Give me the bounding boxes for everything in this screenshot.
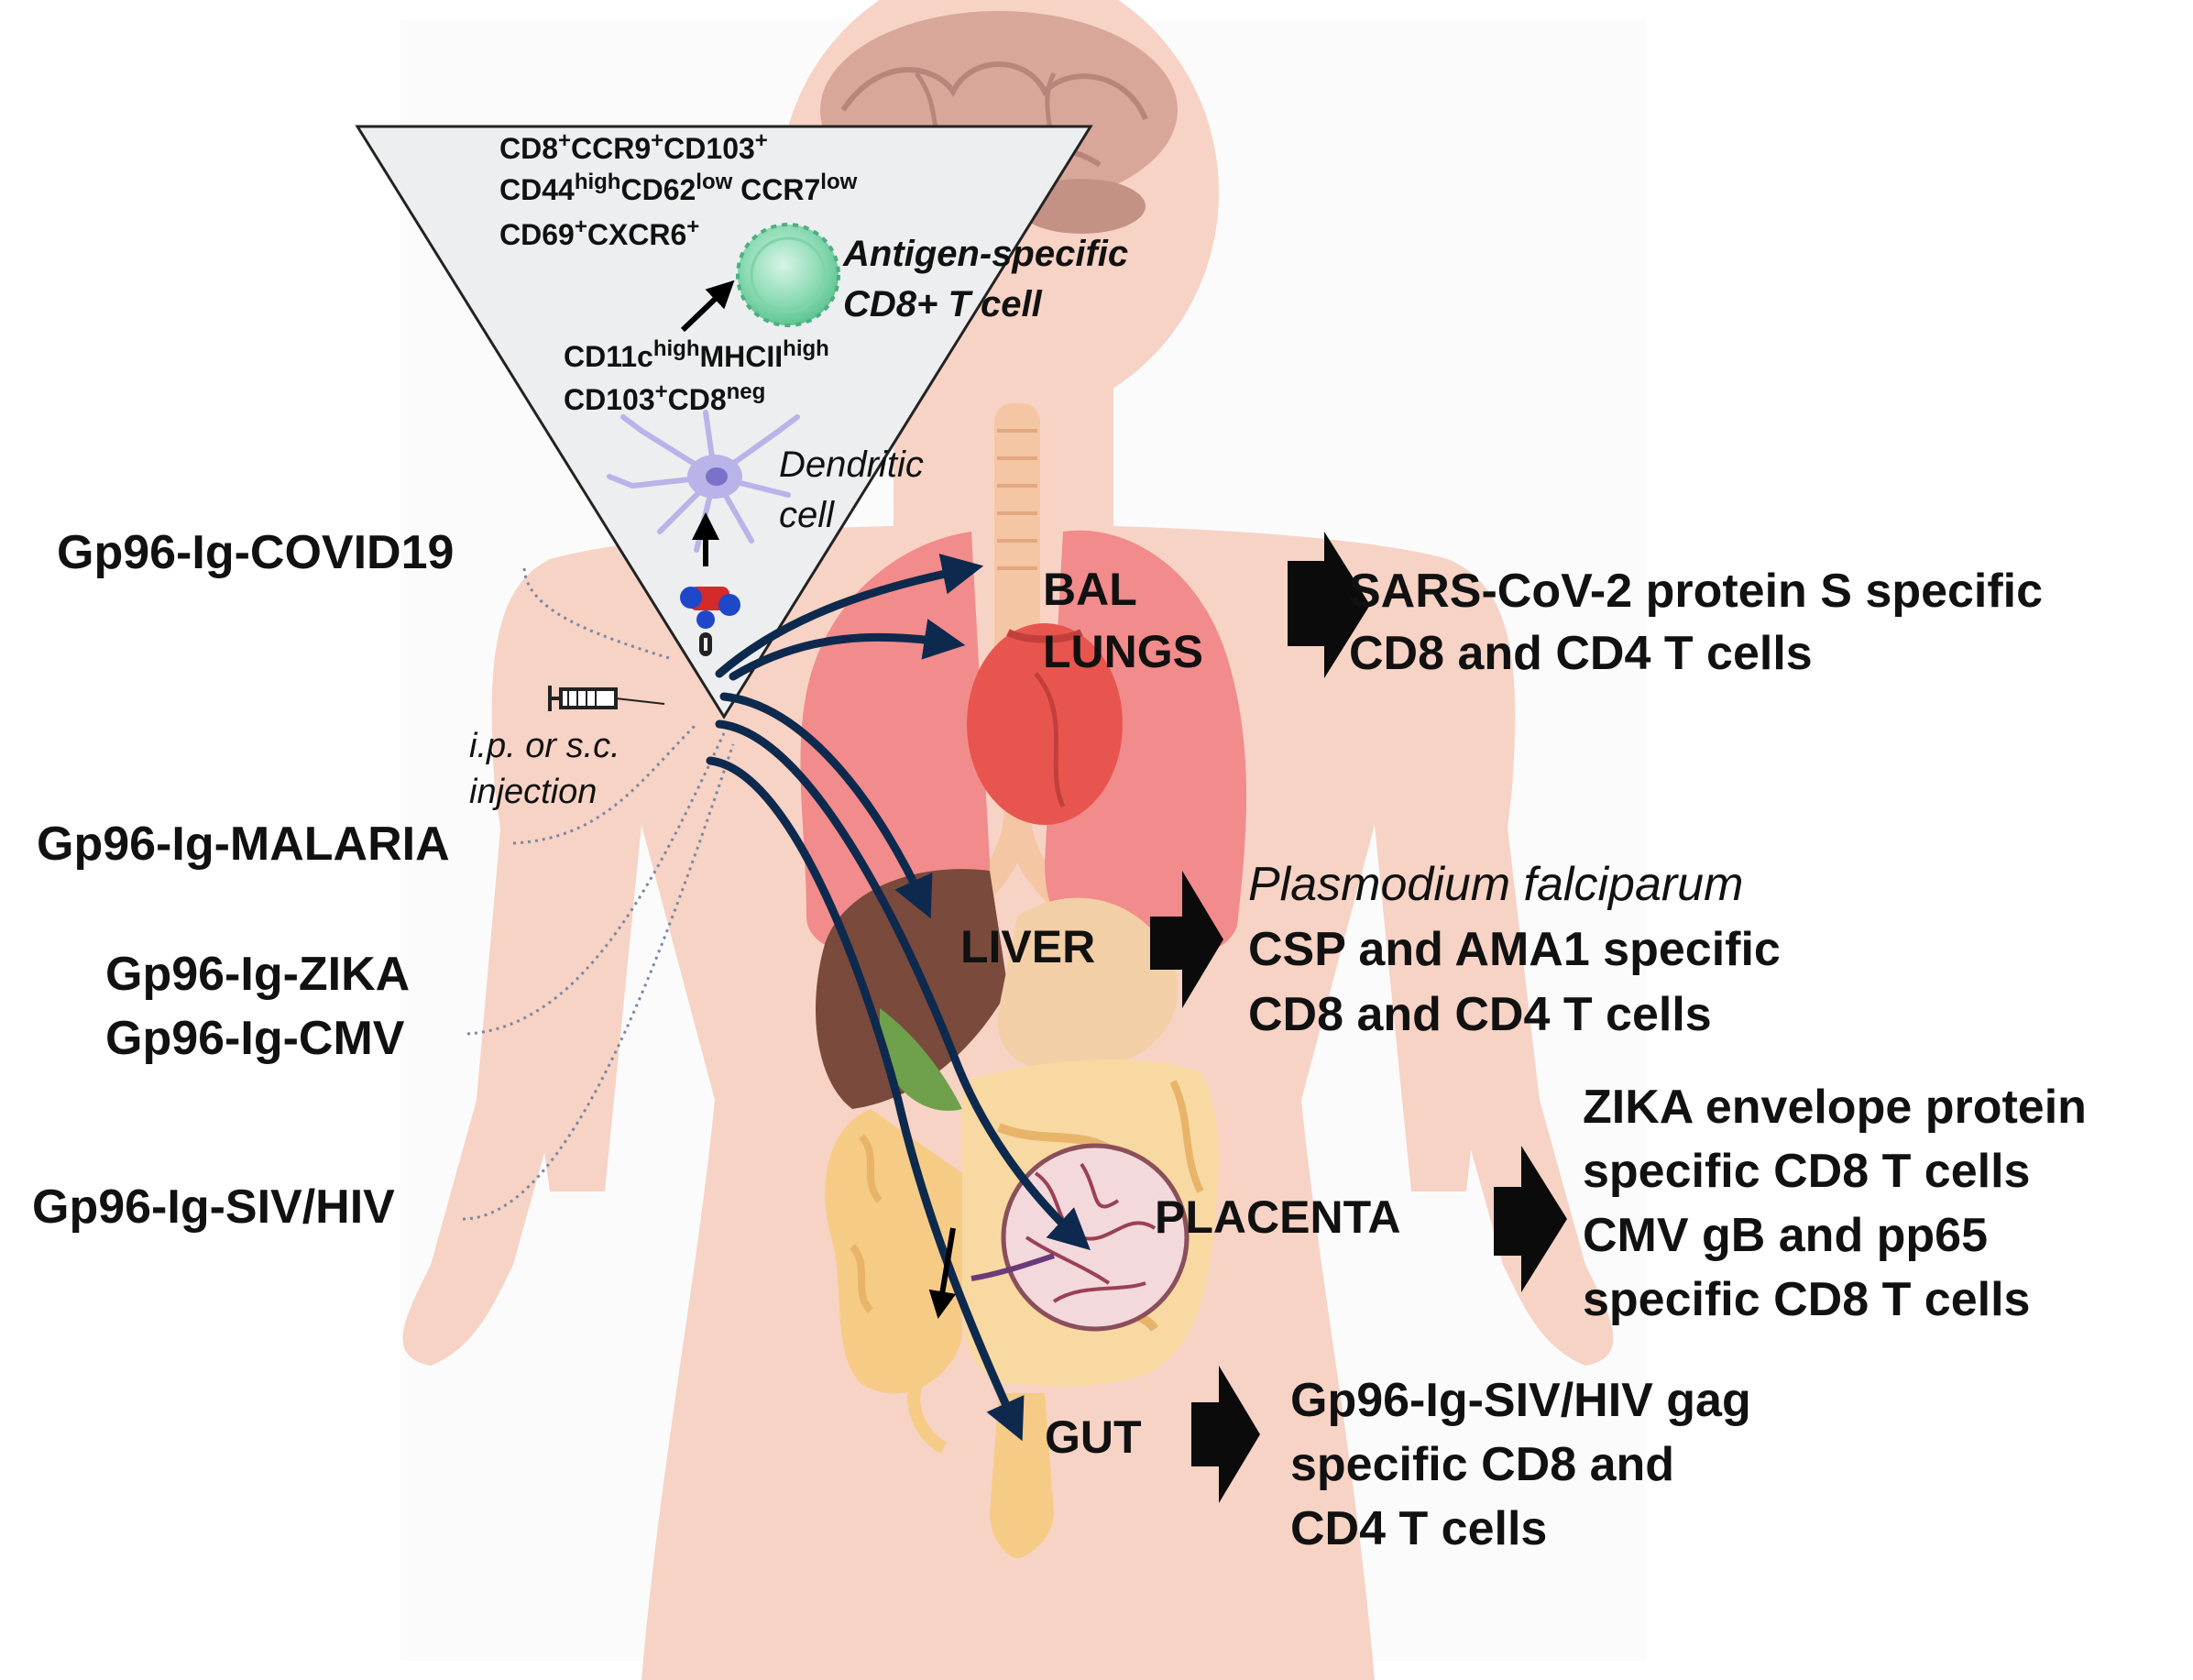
organ-label-gut: GUT xyxy=(1045,1411,1142,1463)
outcome-placenta-line-4: specific CD8 T cells xyxy=(1583,1273,2030,1326)
injection-label-1: i.p. or s.c. xyxy=(469,727,620,765)
outcome-placenta-line-3: CMV gB and pp65 xyxy=(1583,1209,1988,1262)
injection-label-2: injection xyxy=(469,773,597,811)
vaccine-label-malaria: Gp96-Ig-MALARIA xyxy=(37,818,450,871)
tcell-markers-line-2: CD44highCD62low CCR7low xyxy=(499,170,858,206)
tcell-label-1: Antigen-specific xyxy=(842,234,1128,274)
tcell-label-2: CD8+ T cell xyxy=(843,284,1043,324)
tcell-icon xyxy=(736,223,840,327)
block-arrow-gut xyxy=(1191,1366,1260,1503)
outcome-placenta-line-2: specific CD8 T cells xyxy=(1583,1145,2030,1198)
organ-label-liver: LIVER xyxy=(960,921,1095,972)
outcome-liver-line-2: CD8 and CD4 T cells xyxy=(1248,988,1712,1041)
outcome-liver-line-1: CSP and AMA1 specific xyxy=(1248,923,1781,976)
dc-label-1: Dendritic xyxy=(779,445,924,485)
liver xyxy=(816,869,1008,1111)
heart xyxy=(967,623,1123,825)
vaccine-label-siv-hiv: Gp96-Ig-SIV/HIV xyxy=(32,1180,395,1234)
vaccine-label-covid19: Gp96-Ig-COVID19 xyxy=(57,526,454,579)
outcome-gut-line-2: specific CD8 and xyxy=(1290,1438,1674,1491)
arrow-dc-to-tcell xyxy=(680,280,735,333)
block-arrow-placenta xyxy=(1494,1146,1567,1292)
block-arrows xyxy=(1150,532,1567,1503)
outcome-liver-species: Plasmodium falciparum xyxy=(1248,858,1743,911)
injection-site-inset xyxy=(355,125,1093,719)
syringe-icon xyxy=(548,686,665,711)
outcome-lungs-line-2: CD8 and CD4 T cells xyxy=(1349,627,1813,680)
gp96-ig-complex-icon xyxy=(680,587,740,656)
outcome-placenta-line-1: ZIKA envelope protein xyxy=(1583,1081,2087,1134)
dotted-connectors xyxy=(462,567,735,1221)
outcome-gut-line-1: Gp96-Ig-SIV/HIV gag xyxy=(1290,1374,1751,1427)
arrow-to-liver xyxy=(719,692,933,919)
arrow-to-gut xyxy=(706,756,1025,1442)
organ-label-lungs: LUNGS xyxy=(1043,626,1203,677)
block-arrow-liver xyxy=(1150,871,1223,1008)
stomach xyxy=(997,897,1179,1073)
arrow-intestine-to-placenta xyxy=(928,1227,957,1319)
placenta xyxy=(970,1143,1190,1332)
outcome-gut-line-3: CD4 T cells xyxy=(1290,1502,1547,1555)
organ-label-bal: BAL xyxy=(1043,564,1137,615)
vaccine-label-zika: Gp96-Ig-ZIKA xyxy=(105,948,410,1001)
block-arrow-lungs xyxy=(1288,532,1370,678)
arrow-to-bal xyxy=(715,554,984,678)
tcell-markers-line-3: CD69+CXCR6+ xyxy=(499,214,699,251)
arrow-to-placenta xyxy=(715,719,1091,1251)
arrow-to-lungs xyxy=(729,619,966,681)
tcell-markers-line-1: CD8+CCR9+CD103+ xyxy=(499,128,768,165)
organ-label-placenta: PLACENTA xyxy=(1155,1191,1401,1243)
dc-markers-line-2: CD103+CD8neg xyxy=(564,379,765,416)
dc-label-2: cell xyxy=(779,495,835,535)
trafficking-arrows xyxy=(706,554,1091,1442)
dc-markers-line-1: CD11chighMHCIIhigh xyxy=(564,336,829,373)
outcome-lungs-line-1: SARS-CoV-2 protein S specific xyxy=(1349,565,2043,618)
vaccine-label-cmv: Gp96-Ig-CMV xyxy=(105,1012,405,1065)
